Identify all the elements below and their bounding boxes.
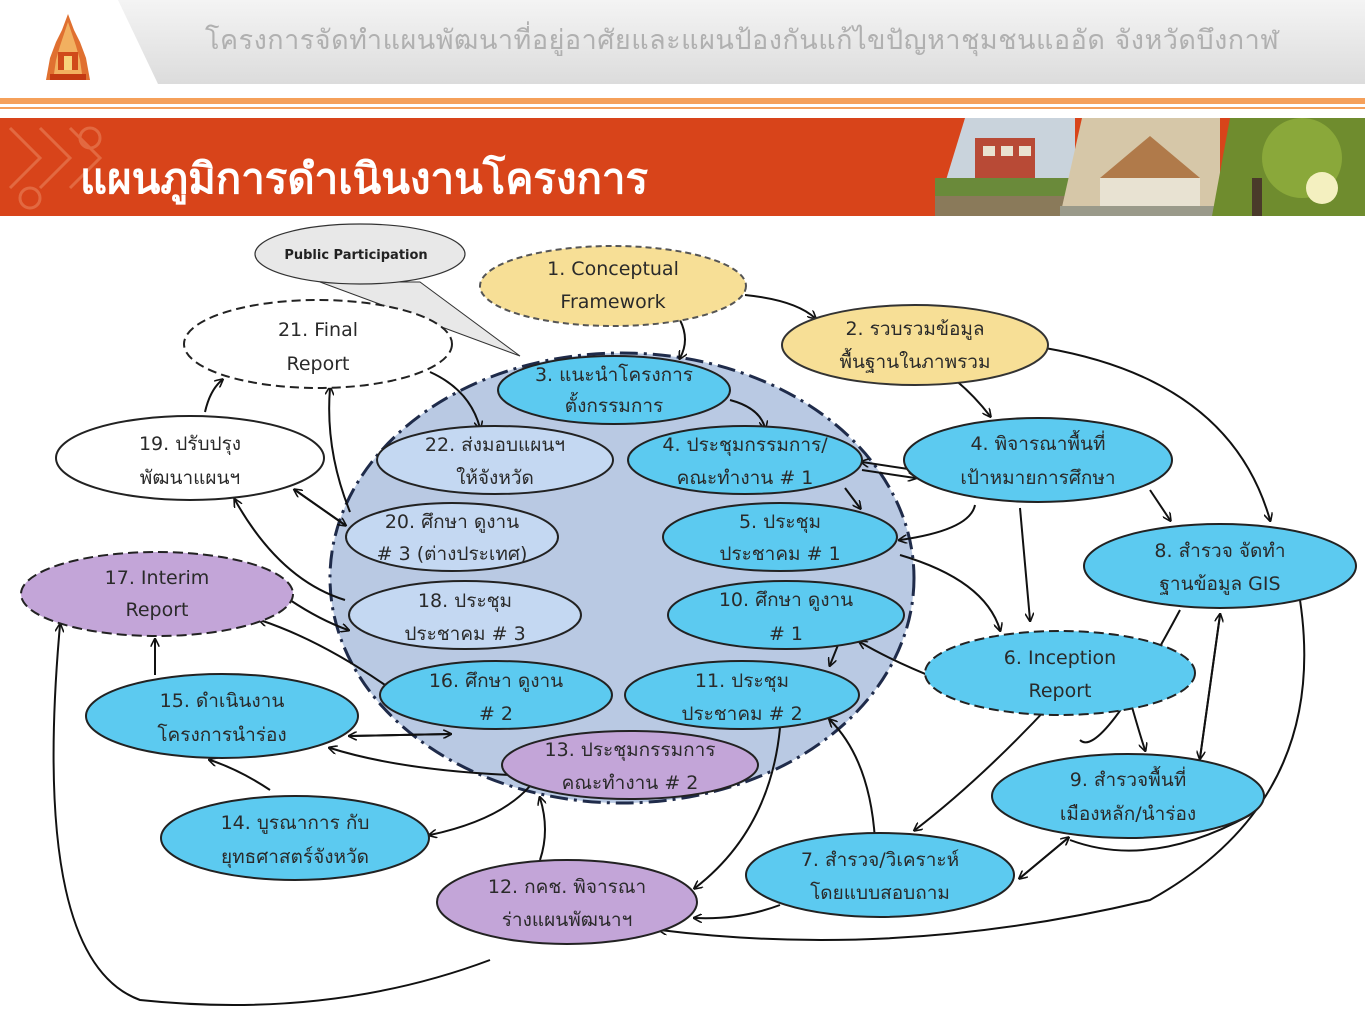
svg-text:9. สำรวจพื้นที่: 9. สำรวจพื้นที่	[1070, 766, 1186, 791]
node-22: 22. ส่งมอบแผนฯ ให้จังหวัด	[376, 425, 614, 495]
svg-text:14. บูรณาการ กับ: 14. บูรณาการ กับ	[221, 812, 370, 834]
node-5: 5. ประชุม ประชาคม # 1	[662, 502, 898, 572]
svg-text:ตั้งกรรมการ: ตั้งกรรมการ	[565, 392, 663, 417]
svg-text:Report: Report	[1029, 680, 1092, 702]
callout-text: Public Participation	[284, 248, 427, 263]
node-1: 1. Conceptual Framework	[479, 245, 747, 327]
node-12: 12. กคช. พิจารณา ร่างแผนพัฒนาฯ	[436, 859, 698, 945]
svg-text:3. แนะนำโครงการ: 3. แนะนำโครงการ	[535, 363, 693, 386]
node-8: 8. สำรวจ จัดทำ ฐานข้อมูล GIS	[1083, 523, 1357, 609]
building-photo-2	[1060, 118, 1220, 216]
page-title: แผนภูมิการดำเนินงานโครงการ	[80, 154, 649, 203]
node-16: 16. ศึกษา ดูงาน # 2	[379, 660, 613, 730]
svg-text:22. ส่งมอบแผนฯ: 22. ส่งมอบแผนฯ	[425, 434, 565, 456]
svg-text:เมืองหลัก/นำร่อง: เมืองหลัก/นำร่อง	[1060, 803, 1196, 825]
svg-text:โดยแบบสอบถาม: โดยแบบสอบถาม	[810, 881, 950, 904]
node-6: 6. Inception Report	[924, 630, 1196, 716]
connector-lines	[52, 294, 1306, 1006]
node-19: 19. ปรับปรุง พัฒนาแผนฯ	[55, 415, 325, 501]
thai-pattern-decoration	[8, 126, 103, 210]
svg-text:13. ประชุมกรรมการ: 13. ประชุมกรรมการ	[545, 739, 716, 762]
svg-text:18. ประชุม: 18. ประชุม	[418, 590, 512, 613]
svg-text:เป้าหมายการศึกษา: เป้าหมายการศึกษา	[960, 467, 1115, 489]
svg-text:16. ศึกษา ดูงาน: 16. ศึกษา ดูงาน	[429, 670, 563, 692]
svg-text:Framework: Framework	[560, 291, 665, 313]
node-4b: 4. พิจารณาพื้นที่ เป้าหมายการศึกษา	[903, 417, 1173, 503]
node-15: 15. ดำเนินงาน โครงการนำร่อง	[85, 673, 359, 759]
svg-text:1. Conceptual: 1. Conceptual	[547, 258, 679, 280]
svg-text:4. พิจารณาพื้นที่: 4. พิจารณาพื้นที่	[970, 430, 1105, 455]
svg-text:15. ดำเนินงาน: 15. ดำเนินงาน	[160, 690, 285, 712]
node-7: 7. สำรวจ/วิเคราะห์ โดยแบบสอบถาม	[745, 832, 1015, 918]
node-20: 20. ศึกษา ดูงาน # 3 (ต่างประเทศ)	[345, 502, 559, 572]
svg-text:5. ประชุม: 5. ประชุม	[739, 511, 821, 534]
svg-text:ประชาคม # 2: ประชาคม # 2	[681, 703, 802, 725]
svg-text:คณะทำงาน # 1: คณะทำงาน # 1	[677, 467, 814, 489]
svg-text:12. กคช. พิจารณา: 12. กคช. พิจารณา	[488, 876, 646, 898]
svg-text:17. Interim: 17. Interim	[105, 567, 210, 589]
svg-text:6. Inception: 6. Inception	[1004, 647, 1116, 669]
node-3: 3. แนะนำโครงการ ตั้งกรรมการ	[497, 355, 731, 425]
node-9: 9. สำรวจพื้นที่ เมืองหลัก/นำร่อง	[991, 753, 1265, 839]
svg-text:# 1: # 1	[769, 623, 803, 645]
svg-text:19. ปรับปรุง: 19. ปรับปรุง	[139, 433, 241, 456]
svg-text:# 3 (ต่างประเทศ): # 3 (ต่างประเทศ)	[377, 543, 528, 565]
svg-text:# 2: # 2	[479, 703, 513, 725]
project-flow-diagram: Public Participation	[20, 223, 1357, 1006]
svg-text:8. สำรวจ จัดทำ: 8. สำรวจ จัดทำ	[1154, 540, 1285, 562]
svg-text:ประชาคม # 1: ประชาคม # 1	[719, 543, 840, 565]
svg-text:7. สำรวจ/วิเคราะห์: 7. สำรวจ/วิเคราะห์	[801, 849, 959, 871]
node-10: 10. ศึกษา ดูงาน # 1	[667, 580, 905, 650]
node-2: 2. รวบรวมข้อมูล พื้นฐานในภาพรวม	[781, 304, 1049, 386]
header-title-panel	[118, 0, 1365, 84]
header-stripe-thin	[0, 107, 1365, 109]
node-4a: 4. ประชุมกรรมการ/ คณะทำงาน # 1	[627, 425, 863, 495]
svg-text:Report: Report	[287, 353, 350, 375]
svg-text:ประชาคม # 3: ประชาคม # 3	[404, 623, 525, 645]
svg-text:ให้จังหวัด: ให้จังหวัด	[456, 467, 534, 489]
svg-text:Report: Report	[126, 599, 189, 621]
project-title: โครงการจัดทำแผนพัฒนาที่อยู่อาศัยและแผนป้…	[205, 25, 1280, 56]
header-stripe-thick	[0, 98, 1365, 104]
node-11: 11. ประชุม ประชาคม # 2	[624, 660, 860, 730]
svg-text:ฐานข้อมูล GIS: ฐานข้อมูล GIS	[1159, 573, 1280, 595]
svg-text:2. รวบรวมข้อมูล: 2. รวบรวมข้อมูล	[845, 318, 984, 340]
tree-photo	[1212, 118, 1365, 216]
svg-text:10. ศึกษา ดูงาน: 10. ศึกษา ดูงาน	[719, 589, 853, 611]
svg-text:พื้นฐานในภาพรวม: พื้นฐานในภาพรวม	[839, 348, 990, 373]
svg-text:ร่างแผนพัฒนาฯ: ร่างแผนพัฒนาฯ	[502, 909, 633, 931]
svg-text:11. ประชุม: 11. ประชุม	[695, 670, 789, 693]
node-18: 18. ประชุม ประชาคม # 3	[348, 580, 582, 650]
university-logo	[46, 14, 90, 80]
node-14: 14. บูรณาการ กับ ยุทธศาสตร์จังหวัด	[160, 795, 430, 881]
node-21: 21. Final Report	[183, 299, 453, 389]
svg-text:ยุทธศาสตร์จังหวัด: ยุทธศาสตร์จังหวัด	[221, 846, 369, 869]
node-17: 17. Interim Report	[20, 551, 294, 637]
svg-text:โครงการนำร่อง: โครงการนำร่อง	[157, 723, 286, 746]
svg-text:4. ประชุมกรรมการ/: 4. ประชุมกรรมการ/	[662, 434, 828, 457]
svg-text:21. Final: 21. Final	[278, 319, 358, 341]
building-photo-1	[935, 118, 1075, 216]
svg-text:พัฒนาแผนฯ: พัฒนาแผนฯ	[140, 467, 240, 489]
svg-text:20. ศึกษา ดูงาน: 20. ศึกษา ดูงาน	[385, 511, 519, 533]
node-13: 13. ประชุมกรรมการ คณะทำงาน # 2	[501, 730, 759, 800]
svg-text:คณะทำงาน # 2: คณะทำงาน # 2	[562, 772, 699, 794]
